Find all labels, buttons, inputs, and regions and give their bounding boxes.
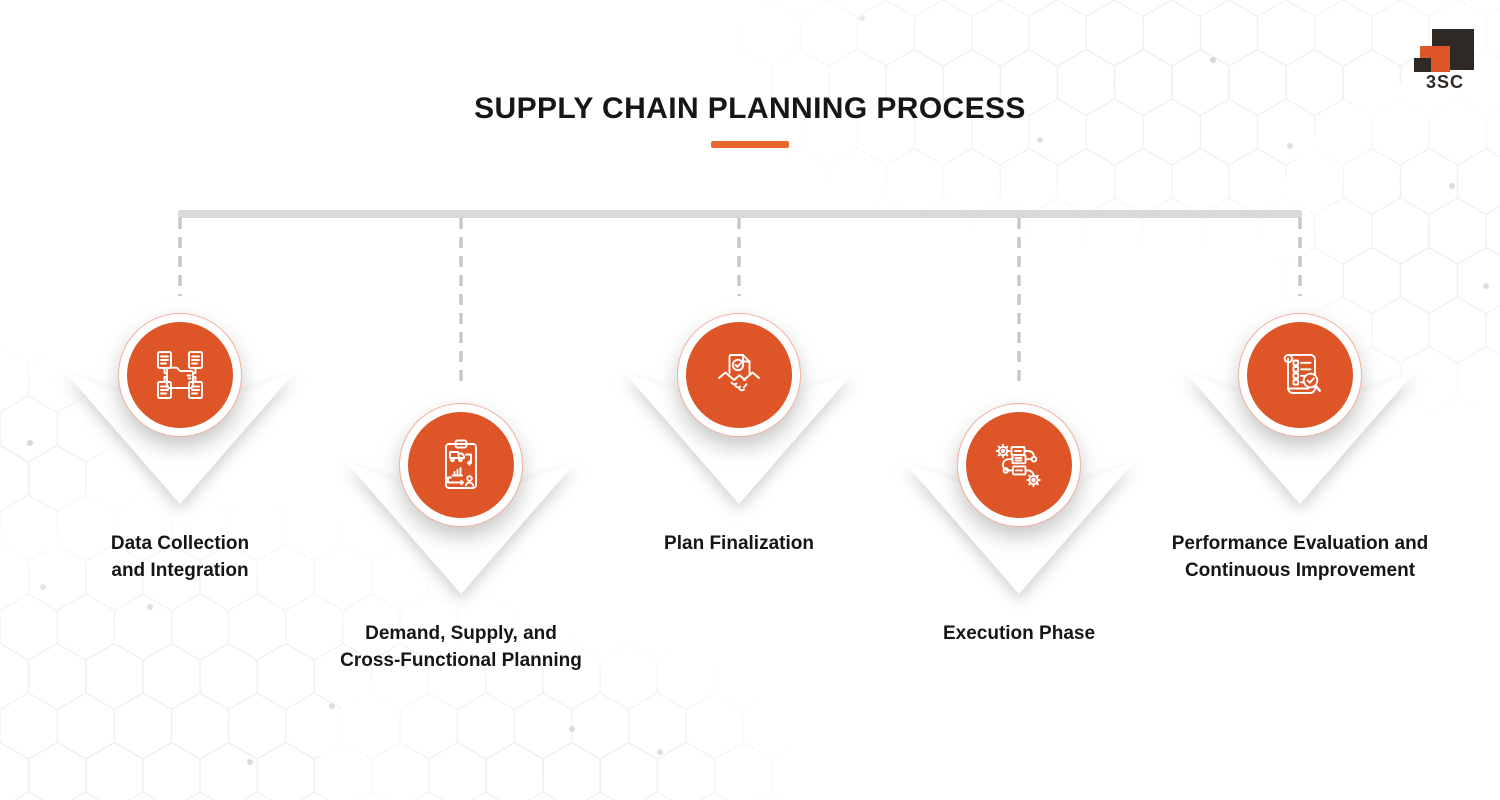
- plan-finalization-icon: [718, 354, 760, 392]
- step-badge: [118, 313, 242, 437]
- step-node-plan-finalization: Plan Finalization: [589, 0, 889, 800]
- arrow-marker-shape: [65, 372, 295, 504]
- arrow-marker-shape: [346, 462, 576, 594]
- title-underline: [711, 141, 789, 148]
- performance-evaluation-icon: [1283, 353, 1321, 394]
- arrow-marker-shape: [1185, 372, 1415, 504]
- arrow-marker-shape: [904, 462, 1134, 594]
- page-title: SUPPLY CHAIN PLANNING PROCESS: [474, 92, 1026, 125]
- 3sc-logo: 3SC: [1404, 25, 1480, 95]
- step-node-planning: Demand, Supply, and Cross-Functional Pla…: [311, 0, 611, 800]
- timeline-bar: [178, 210, 1302, 218]
- step-badge: [677, 313, 801, 437]
- step-label: Data Collection and Integration: [110, 533, 250, 581]
- data-collection-icon: [157, 351, 203, 399]
- step-badge: [1238, 313, 1362, 437]
- step-badge: [399, 403, 523, 527]
- step-node-execution-phase: Execution Phase: [869, 0, 1169, 800]
- execution-workflow-icon: [995, 443, 1041, 488]
- logo-square-small-icon: [1414, 58, 1431, 72]
- step-label: Performance Evaluation and Continuous Im…: [1171, 533, 1429, 581]
- step-node-data-collection: Data Collection and Integration: [30, 0, 330, 800]
- logo-text: 3SC: [1425, 72, 1464, 92]
- arrow-marker-shape: [624, 372, 854, 504]
- step-label: Demand, Supply, and Cross-Functional Pla…: [340, 623, 582, 671]
- step-badge: [957, 403, 1081, 527]
- step-label: Plan Finalization: [664, 533, 814, 554]
- planning-clipboard-icon: [445, 439, 477, 489]
- step-label: Execution Phase: [942, 623, 1096, 644]
- step-node-performance-evaluation: Performance Evaluation and Continuous Im…: [1150, 0, 1450, 800]
